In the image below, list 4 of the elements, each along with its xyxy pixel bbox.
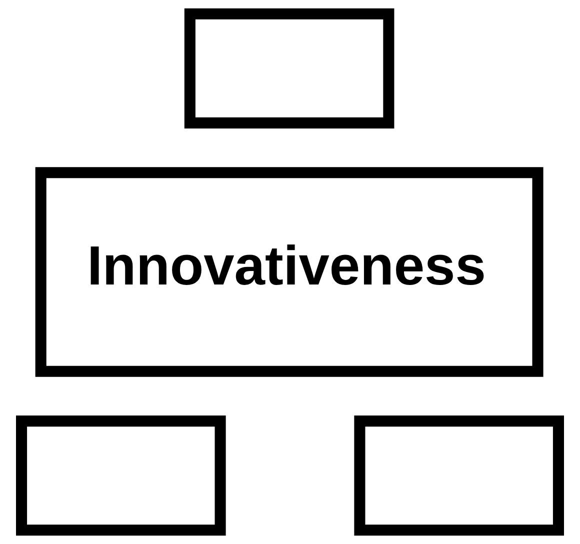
node-box: Innovativeness [35,167,544,377]
node-box [184,8,394,128]
node-box [16,416,226,536]
node-box [354,416,564,536]
